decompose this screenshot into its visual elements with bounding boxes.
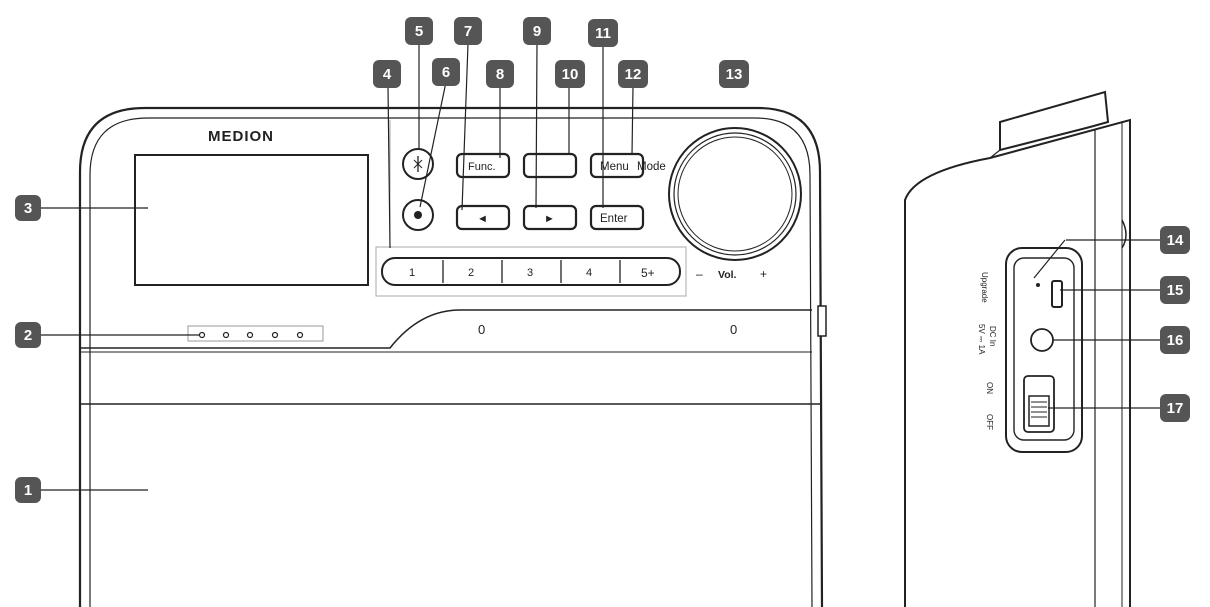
svg-text:11: 11 bbox=[595, 25, 611, 42]
callout-12: 12 bbox=[618, 60, 648, 88]
svg-text:5: 5 bbox=[415, 23, 423, 40]
right-arrow-button[interactable] bbox=[522, 204, 578, 231]
svg-text:7: 7 bbox=[464, 23, 472, 40]
side-top-knob bbox=[999, 90, 1110, 152]
func-button-label: Func. bbox=[468, 161, 496, 173]
side-top-knob-edge bbox=[989, 149, 1001, 159]
func-button[interactable] bbox=[455, 152, 511, 179]
preset-button-1[interactable]: 1 bbox=[409, 267, 415, 279]
callout-6: 6 bbox=[432, 58, 460, 86]
volume-minus-label: – bbox=[696, 267, 703, 281]
dc-spec-label: 5V ⎓ 1A bbox=[977, 324, 986, 355]
callout-8: 8 bbox=[486, 60, 514, 88]
svg-text:13: 13 bbox=[726, 66, 743, 83]
brand-logo: MEDION bbox=[208, 128, 274, 145]
side-notch bbox=[1121, 219, 1127, 249]
preset-button-4[interactable]: 4 bbox=[586, 267, 592, 279]
volume-knob-inner bbox=[677, 136, 793, 252]
power-switch[interactable] bbox=[1028, 395, 1050, 427]
led-indicator bbox=[222, 331, 230, 339]
side-view: Upgrade DC In 5V ⎓ 1A ON OFF bbox=[904, 90, 1131, 607]
left-arrow-icon: ◄ bbox=[477, 213, 488, 225]
front-speaker-band bbox=[80, 309, 812, 349]
switch-on-label: ON bbox=[985, 382, 994, 394]
right-arrow-icon: ► bbox=[544, 213, 555, 225]
led-indicator bbox=[296, 331, 304, 339]
switch-off-label: OFF bbox=[985, 414, 994, 430]
upgrade-label: Upgrade bbox=[980, 272, 989, 303]
callout-11: 11 bbox=[588, 19, 618, 47]
callout-2: 2 bbox=[15, 322, 41, 348]
upgrade-port-icon bbox=[1036, 283, 1040, 287]
front-housing-inner-outline bbox=[89, 117, 813, 607]
preset-bar bbox=[381, 257, 681, 286]
callout-15: 15 bbox=[1160, 276, 1190, 304]
led-indicator bbox=[271, 331, 279, 339]
front-view: MEDION 0 0 Func. Menu Mode ◄ bbox=[78, 106, 827, 607]
leader-lines bbox=[40, 43, 1160, 491]
standby-icon bbox=[413, 156, 423, 172]
left-arrow-button[interactable] bbox=[455, 204, 511, 231]
menu-button-label: Menu bbox=[600, 161, 629, 173]
display-screen bbox=[134, 154, 369, 286]
svg-text:16: 16 bbox=[1167, 332, 1184, 349]
svg-text:12: 12 bbox=[625, 66, 642, 83]
preset-button-2[interactable]: 2 bbox=[468, 267, 474, 279]
callout-7: 7 bbox=[454, 17, 482, 45]
dc-in-label: DC In bbox=[988, 326, 997, 346]
led-strip bbox=[187, 325, 324, 342]
upgrade-usb-port[interactable] bbox=[1051, 280, 1063, 308]
enter-button[interactable] bbox=[589, 204, 645, 231]
led-indicator bbox=[246, 331, 254, 339]
callout-10: 10 bbox=[555, 60, 585, 88]
callout-17: 17 bbox=[1160, 394, 1190, 422]
front-marking-left: 0 bbox=[478, 322, 485, 337]
callout-16: 16 bbox=[1160, 326, 1190, 354]
front-housing-outline bbox=[78, 106, 824, 607]
callout-14: 14 bbox=[1160, 226, 1190, 254]
side-housing-outline bbox=[904, 118, 1131, 607]
enter-button-label: Enter bbox=[600, 213, 628, 225]
menu-button[interactable] bbox=[589, 152, 645, 179]
callout-3: 3 bbox=[15, 195, 41, 221]
dc-in-port[interactable] bbox=[1030, 328, 1054, 352]
callout-9: 9 bbox=[523, 17, 551, 45]
front-marking-right: 0 bbox=[730, 322, 737, 337]
preset-button-5[interactable]: 5+ bbox=[641, 266, 655, 280]
callout-13: 13 bbox=[719, 60, 749, 88]
volume-label: Vol. bbox=[718, 269, 737, 281]
svg-text:3: 3 bbox=[24, 200, 32, 217]
volume-knob-ring bbox=[673, 132, 797, 256]
svg-text:8: 8 bbox=[496, 66, 504, 83]
svg-text:9: 9 bbox=[533, 23, 541, 40]
svg-text:2: 2 bbox=[24, 327, 32, 344]
callout-1: 1 bbox=[15, 477, 41, 503]
blank-button[interactable] bbox=[522, 152, 578, 179]
svg-text:14: 14 bbox=[1167, 232, 1184, 249]
svg-text:15: 15 bbox=[1167, 282, 1184, 299]
volume-plus-label: + bbox=[760, 267, 767, 281]
svg-text:4: 4 bbox=[383, 66, 392, 83]
callout-5: 5 bbox=[405, 17, 433, 45]
side-knob-stub bbox=[817, 305, 827, 337]
svg-text:10: 10 bbox=[562, 66, 579, 83]
mode-button-label: Mode bbox=[637, 161, 666, 173]
volume-knob-outer[interactable] bbox=[668, 127, 802, 261]
svg-text:6: 6 bbox=[442, 64, 450, 81]
svg-text:1: 1 bbox=[24, 482, 32, 499]
callouts: 1 2 3 4 5 6 7 8 9 10 11 12 13 14 15 16 1… bbox=[15, 17, 1190, 503]
preset-button-3[interactable]: 3 bbox=[527, 267, 533, 279]
svg-text:17: 17 bbox=[1167, 400, 1184, 417]
record-dot-icon bbox=[414, 211, 422, 219]
callout-4: 4 bbox=[373, 60, 401, 88]
